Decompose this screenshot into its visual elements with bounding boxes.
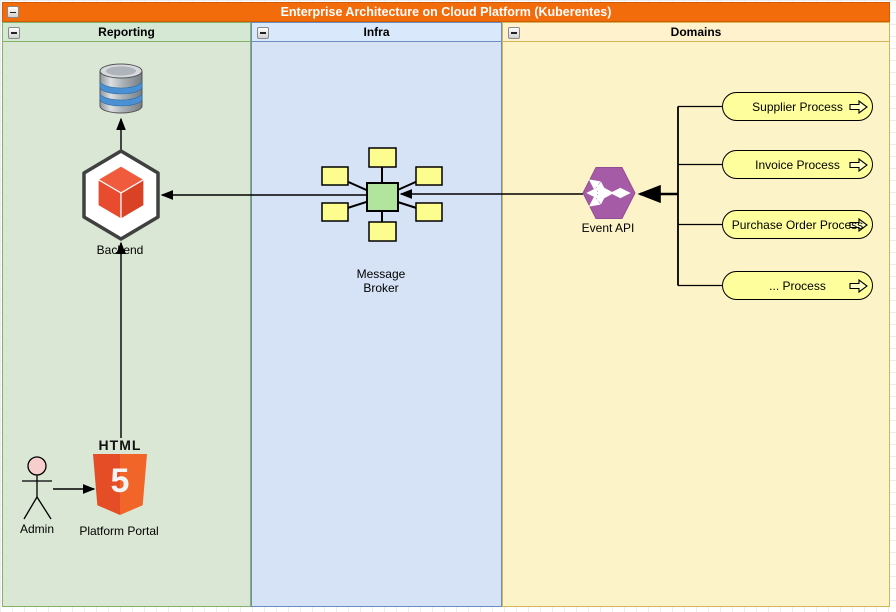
actor-icon[interactable] [22,456,52,520]
database-icon[interactable] [99,63,143,114]
message-broker-node[interactable] [321,147,443,242]
lane-infra: Infra [251,22,502,607]
event-api-label: Event API [581,221,635,235]
minus-icon [511,32,517,34]
lane-reporting-collapse-button[interactable] [8,26,20,39]
process-other[interactable]: ... Process [722,271,873,300]
process-invoice-label: Invoice Process [755,157,840,172]
message-broker-label: Message Broker [356,267,406,295]
process-supplier[interactable]: Supplier Process [722,92,873,121]
pool-collapse-button[interactable] [7,6,19,18]
lane-infra-header[interactable]: Infra [252,23,501,42]
cube-icon [96,165,146,221]
rightwards-white-arrow-icon [849,99,868,114]
lane-infra-label: Infra [363,25,390,39]
fanout-arrows-icon [586,179,631,207]
backend-label: Backend [96,243,144,257]
broker-center-node [366,182,399,212]
admin-label: Admin [19,522,54,536]
lane-infra-collapse-button[interactable] [257,26,269,39]
rightwards-white-arrow-icon [849,217,868,232]
rightwards-white-arrow-icon [849,157,868,172]
lane-domains-header[interactable]: Domains [503,23,889,42]
process-supplier-label: Supplier Process [752,99,843,114]
html5-number: 5 [110,462,130,500]
lane-domains: Domains [502,22,890,607]
lane-infra-body [252,42,501,606]
lane-domains-label: Domains [670,25,722,39]
pool-title-bar[interactable]: Enterprise Architecture on Cloud Platfor… [2,2,890,22]
html5-icon[interactable]: HTML 5 [91,438,149,515]
minus-icon [10,11,16,14]
pool-title: Enterprise Architecture on Cloud Platfor… [280,5,612,19]
platform-portal-label: Platform Portal [79,524,159,538]
backend-node[interactable] [82,149,160,241]
minus-icon [260,32,266,34]
lane-domains-collapse-button[interactable] [508,26,520,39]
process-purchase-order[interactable]: Purchase Order Process [722,210,873,239]
process-bracket-connector [637,105,722,287]
event-api-node[interactable] [582,167,636,219]
lane-reporting-header[interactable]: Reporting [3,23,250,42]
html5-shield: 5 [93,454,147,515]
rightwards-white-arrow-icon [849,278,868,293]
lane-domains-body [503,42,889,606]
process-other-label: ... Process [769,278,826,293]
process-purchase-order-label: Purchase Order Process [731,217,864,232]
lane-reporting-label: Reporting [98,25,155,39]
process-invoice[interactable]: Invoice Process [722,150,873,179]
html5-wordmark: HTML [98,437,142,453]
minus-icon [11,32,17,34]
broker-satellite-nodes [321,147,443,242]
